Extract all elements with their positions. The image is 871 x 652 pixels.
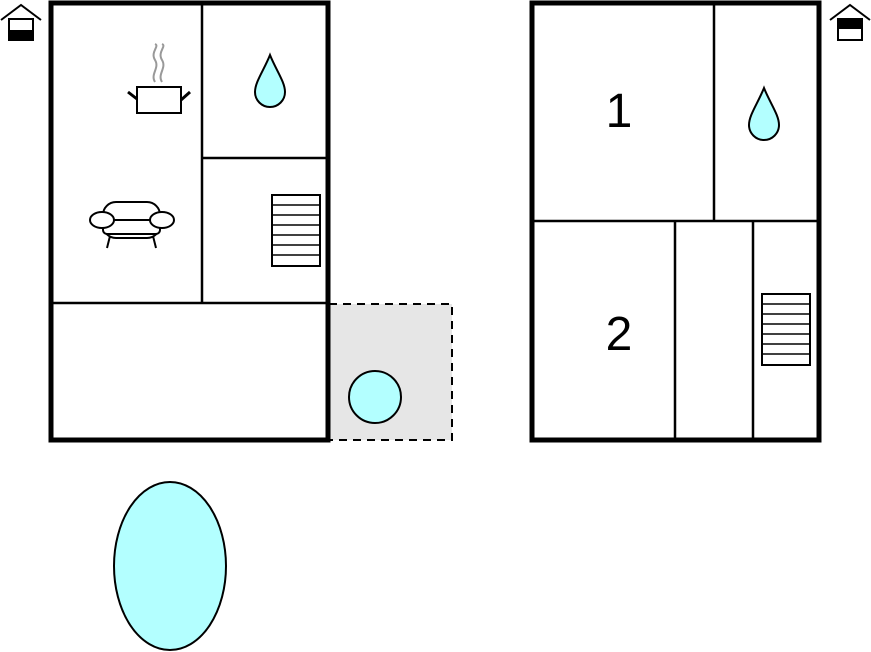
- water-drop-icon: [253, 52, 287, 108]
- hot-tub-icon: [348, 370, 402, 424]
- house-ground-floor-icon: [0, 3, 42, 41]
- staircase-icon: [271, 194, 321, 267]
- staircase-icon: [761, 293, 811, 366]
- bedroom-2-label: 2: [606, 308, 633, 361]
- bedroom-1-label: 1: [606, 85, 633, 138]
- cooking-pot-icon: [127, 43, 191, 114]
- ground-floor-outline: [48, 0, 331, 443]
- upper-floor: 1 2: [529, 0, 822, 443]
- ground-floor: [48, 0, 453, 443]
- swimming-pool-icon: [113, 481, 227, 651]
- terrace: [329, 304, 452, 440]
- house-upper-floor-icon: [829, 3, 871, 41]
- water-drop-icon: [747, 85, 781, 141]
- sofa-icon: [89, 201, 175, 249]
